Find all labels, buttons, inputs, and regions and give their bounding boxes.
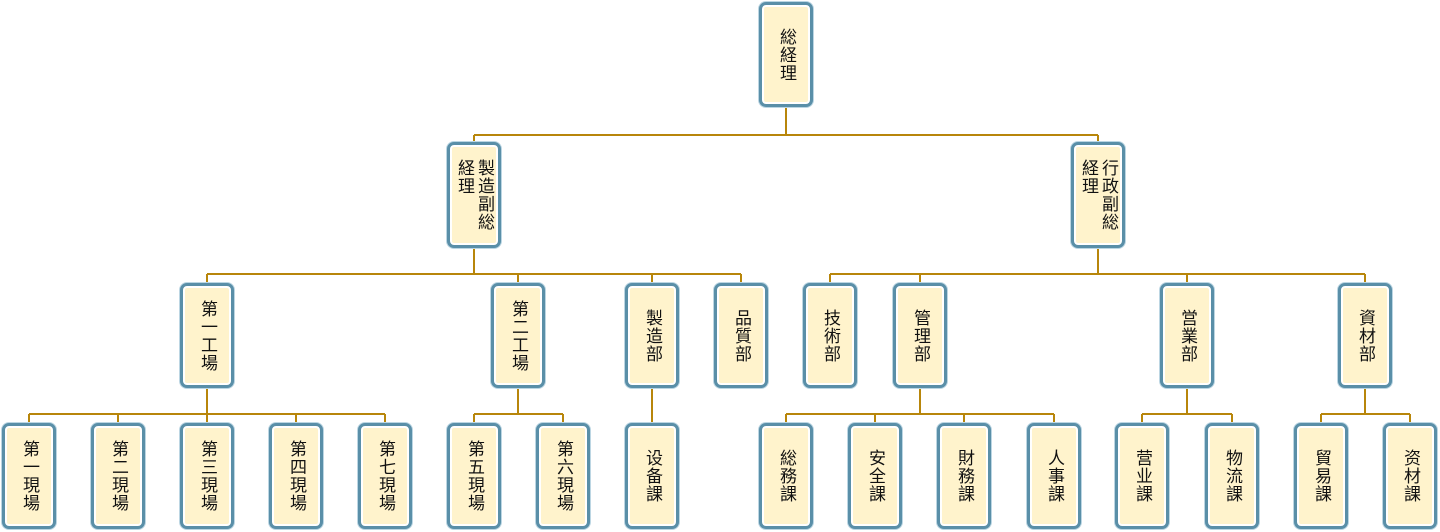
node-label: 第一工場: [197, 299, 217, 372]
node-hr-section: 人事課: [1027, 423, 1081, 529]
node-management-dept: 管理部: [893, 283, 947, 388]
node-sales-section: 营业課: [1115, 423, 1169, 529]
node-materials-section: 资材課: [1383, 423, 1437, 529]
node-label: 製造部: [642, 308, 662, 363]
node-site-3: 第三現場: [180, 423, 234, 529]
node-site-1: 第一現場: [2, 423, 56, 529]
node-label: 第三現場: [197, 440, 217, 512]
node-label: 財務課: [954, 449, 974, 503]
node-site-7: 第七現場: [358, 423, 412, 529]
node-label: 物流課: [1222, 449, 1242, 503]
node-label: 総経理: [776, 27, 796, 82]
node-label: 行政副総 経理: [1078, 159, 1118, 231]
node-label: 第一現場: [19, 440, 39, 512]
node-logistics-section: 物流課: [1205, 423, 1259, 529]
node-site-4: 第四現場: [269, 423, 323, 529]
node-label: 第七現場: [375, 440, 395, 512]
node-finance-section: 財務課: [937, 423, 991, 529]
node-administration-vice-gm: 行政副総 経理: [1071, 142, 1125, 248]
node-technical-dept: 技術部: [803, 283, 857, 388]
node-label: 管理部: [910, 308, 930, 363]
node-label: 第四現場: [286, 440, 306, 512]
node-trade-section: 貿易課: [1294, 423, 1348, 529]
node-label: 营业課: [1132, 449, 1152, 503]
node-label: 设备課: [642, 449, 662, 503]
node-label: 貿易課: [1311, 449, 1331, 503]
node-equipment-section: 设备課: [625, 423, 679, 529]
node-label: 第二工場: [508, 299, 528, 372]
node-label: 品質部: [731, 308, 751, 363]
node-label: 资材課: [1400, 449, 1420, 503]
node-sales-dept: 営業部: [1160, 283, 1214, 388]
node-site-2: 第二現場: [91, 423, 145, 529]
node-site-6: 第六現場: [536, 423, 590, 529]
node-label: 第五現場: [464, 440, 484, 512]
node-label: 安全課: [865, 449, 885, 503]
node-label: 技術部: [820, 308, 840, 363]
node-manufacturing-dept: 製造部: [625, 283, 679, 388]
node-site-5: 第五現場: [447, 423, 501, 529]
node-general-affairs-section: 総務課: [759, 423, 813, 529]
node-manufacturing-vice-gm: 製造副総 経理: [447, 142, 501, 248]
node-materials-dept: 資材部: [1338, 283, 1392, 388]
node-label: 第二現場: [108, 440, 128, 512]
node-label: 製造副総 経理: [454, 159, 494, 231]
node-label: 営業部: [1177, 308, 1197, 363]
node-label: 総務課: [776, 449, 796, 503]
node-safety-section: 安全課: [848, 423, 902, 529]
node-plant-2: 第二工場: [491, 283, 545, 388]
node-quality-dept: 品質部: [714, 283, 768, 388]
node-label: 人事課: [1044, 449, 1064, 503]
node-label: 第六現場: [553, 440, 573, 512]
node-label: 資材部: [1355, 308, 1375, 363]
node-general-manager: 総経理: [759, 2, 813, 107]
node-plant-1: 第一工場: [180, 283, 234, 388]
